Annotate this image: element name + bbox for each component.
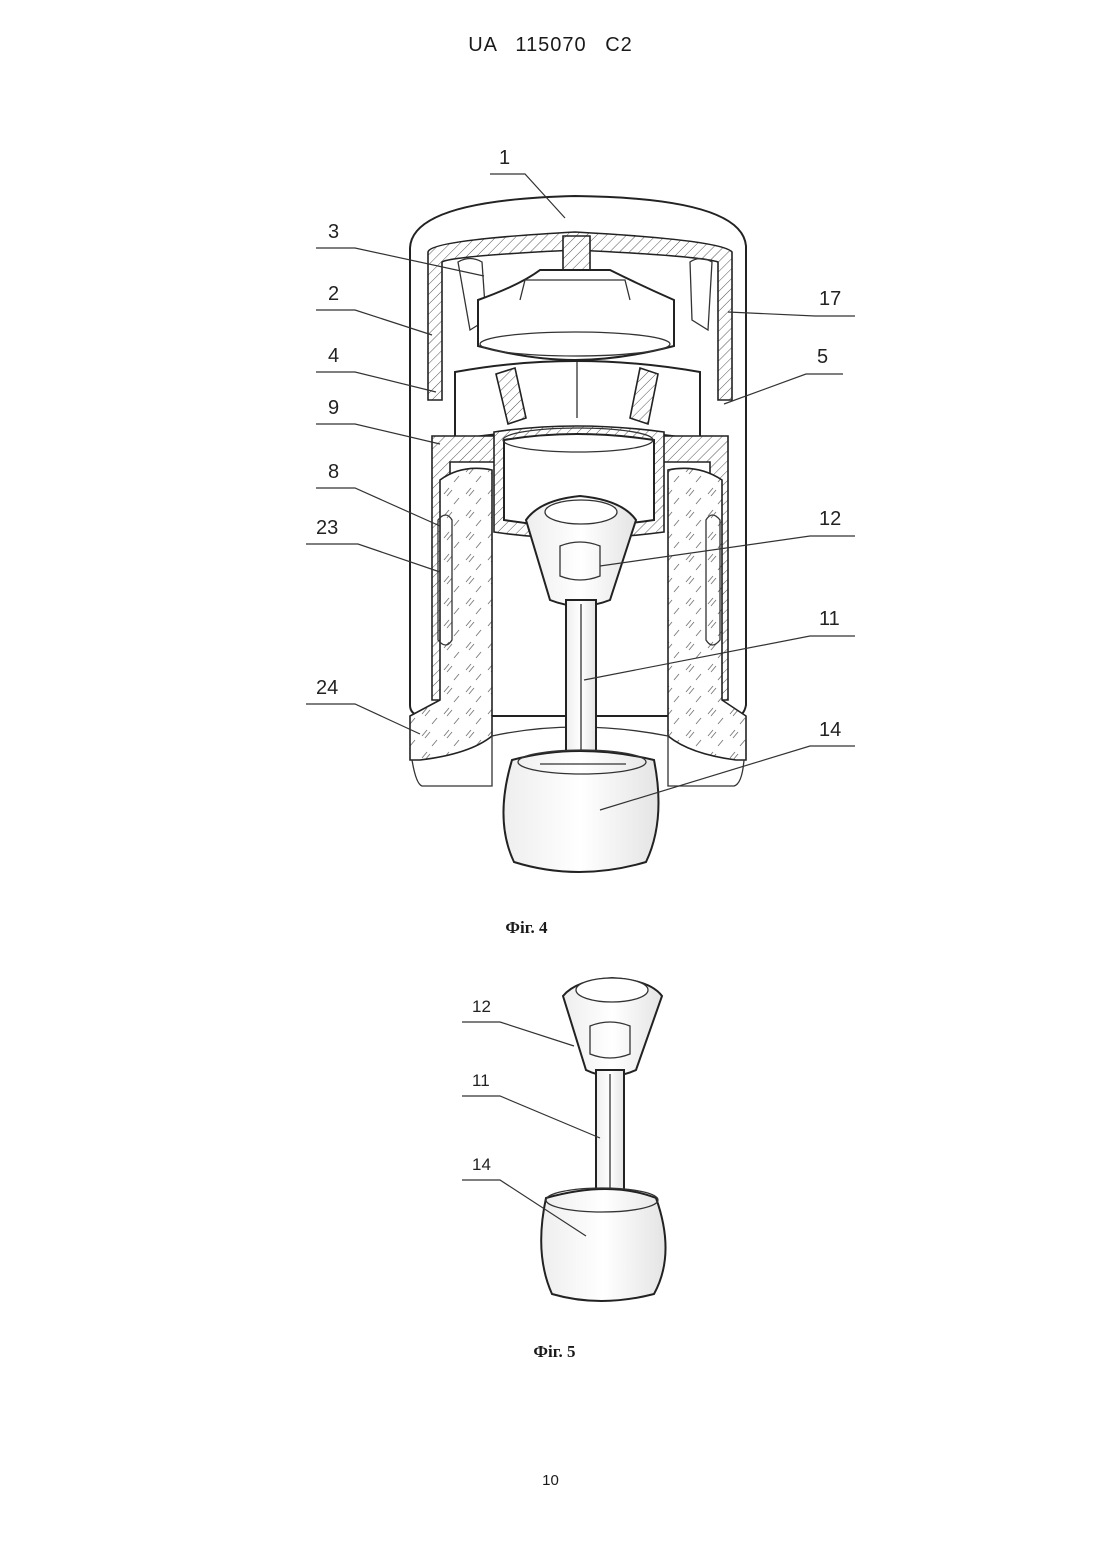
label5-14: 14 [472,1155,491,1174]
label-5: 5 [817,346,828,368]
figure-4 [410,196,746,872]
label-1: 1 [499,147,510,169]
label5-12: 12 [472,997,491,1016]
label-24: 24 [316,677,338,699]
figure-5-labels: 12 11 14 [472,997,491,1174]
figure-5 [541,978,665,1301]
figure-5-caption: Фіг. 5 [4,1342,1101,1362]
label-11: 11 [819,608,840,630]
label-12: 12 [819,508,841,530]
label-8: 8 [328,461,339,483]
stopper-cone-top [545,500,617,524]
page-number: 10 [0,1472,1101,1489]
label-17: 17 [819,288,841,310]
label-9: 9 [328,397,339,419]
label-14: 14 [819,719,841,741]
label-4: 4 [328,345,339,367]
label5-11: 11 [472,1071,490,1090]
label-2: 2 [328,283,339,305]
bulb-5 [541,1189,665,1301]
label-23: 23 [316,517,338,539]
figure-4-caption: Фіг. 4 [0,918,1077,938]
label-3: 3 [328,221,339,243]
